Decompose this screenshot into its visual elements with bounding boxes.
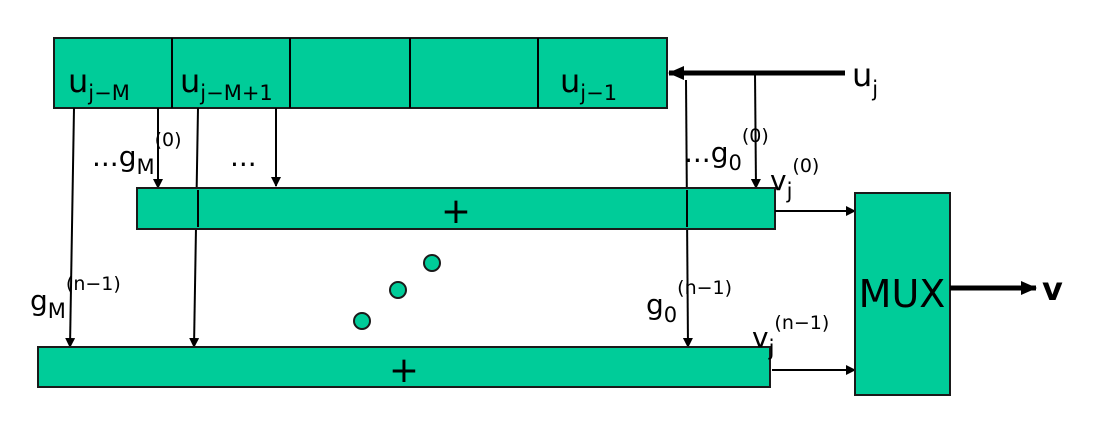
tap-line (750, 72, 761, 189)
adder-bottom-plus: + (389, 350, 419, 391)
mux-block (854, 192, 951, 396)
ellipsis-dot (423, 254, 441, 272)
register-cell-1-label: uj−M+1 (180, 62, 273, 105)
tap-label-gM0: ...gM(0) (92, 129, 182, 179)
output-label-vn: vj(n−1) (752, 312, 829, 360)
output-label-v0: vj(0) (770, 155, 819, 203)
register-cell-0-label: uj−M (68, 62, 130, 105)
mux-label: MUX (859, 272, 946, 316)
tap-label-gMn: gM(n−1) (30, 273, 121, 323)
adder-top-plus: + (441, 191, 471, 232)
ellipsis-dot (389, 281, 407, 299)
register-cell-4-label: uj−1 (560, 62, 617, 105)
result-label: v (1042, 270, 1063, 308)
tap-label-g0n: g0(n−1) (646, 277, 732, 327)
tap-line (65, 107, 76, 348)
adder-top (136, 187, 776, 230)
adder-bottom (37, 346, 771, 388)
shift-register: uj−M uj−M+1 uj−1 (53, 37, 668, 109)
tap-label-g00: ...g0(0) (684, 125, 769, 175)
ellipsis-dot (353, 312, 371, 330)
tap-label-dots: ... (230, 140, 257, 173)
input-label: uj (852, 56, 878, 101)
register-body (53, 37, 668, 109)
